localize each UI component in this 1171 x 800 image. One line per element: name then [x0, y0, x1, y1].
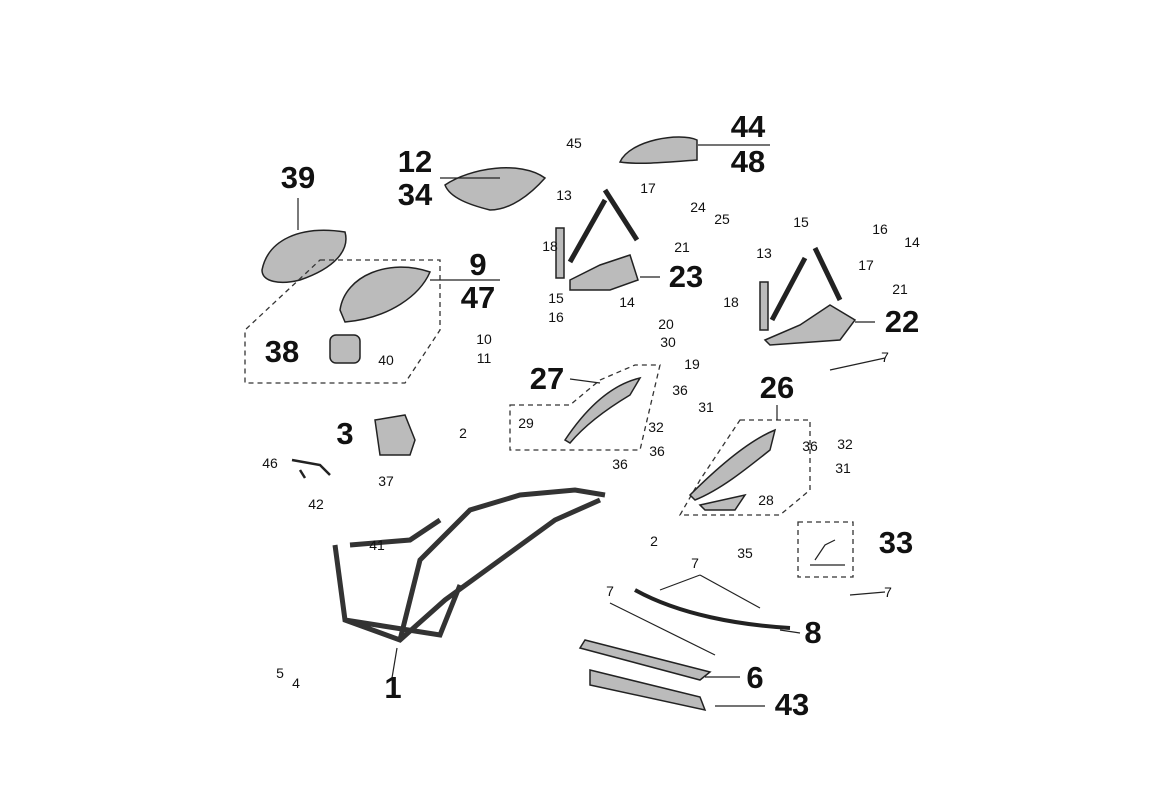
callout-21: 21	[892, 281, 908, 297]
callout-18: 18	[723, 294, 739, 310]
callout-22: 22	[884, 304, 920, 339]
callout-2: 2	[650, 533, 658, 549]
part-28	[698, 493, 747, 511]
callout-48: 48	[730, 144, 766, 179]
callout-25: 25	[714, 211, 730, 227]
callout-31: 31	[835, 460, 851, 476]
callout-36: 36	[649, 443, 665, 459]
strut-18b	[759, 281, 769, 331]
strut-17a	[602, 188, 640, 242]
callout-17: 17	[858, 257, 874, 273]
callout-15: 15	[548, 290, 564, 306]
strut-13b	[769, 256, 808, 322]
callout-4: 4	[292, 675, 300, 691]
dashed-box-26	[678, 419, 811, 516]
frame-1	[332, 487, 606, 643]
callout-36: 36	[802, 438, 818, 454]
callout-7: 7	[881, 349, 889, 365]
seat-part	[444, 167, 547, 211]
callout-42: 42	[308, 496, 324, 512]
callout-14: 14	[619, 294, 635, 310]
callout-34: 34	[397, 177, 433, 212]
callout-14: 14	[904, 234, 920, 250]
callout-9: 9	[469, 247, 487, 282]
leader-lines	[297, 144, 886, 707]
dashed-box-27	[509, 364, 661, 451]
callout-12: 12	[397, 144, 433, 179]
handle-27	[563, 376, 642, 444]
callout-27: 27	[529, 361, 565, 396]
bracket-23	[569, 254, 639, 291]
callout-6: 6	[746, 660, 764, 695]
callout-17: 17	[640, 180, 656, 196]
callout-32: 32	[648, 419, 664, 435]
handle-26	[688, 428, 777, 501]
callout-46: 46	[262, 455, 278, 471]
callout-7: 7	[884, 584, 892, 600]
callout-16: 16	[872, 221, 888, 237]
callout-10: 10	[476, 331, 492, 347]
callout-2: 2	[459, 425, 467, 441]
callout-28: 28	[758, 492, 774, 508]
callout-18: 18	[542, 238, 558, 254]
callout-35: 35	[737, 545, 753, 561]
part-33	[810, 539, 845, 566]
callout-33: 33	[878, 525, 914, 560]
bracket-3	[374, 414, 416, 456]
callout-3: 3	[336, 416, 354, 451]
callout-11: 11	[476, 350, 492, 366]
callout-7: 7	[606, 583, 614, 599]
callout-36: 36	[612, 456, 628, 472]
callout-8: 8	[804, 615, 822, 650]
callout-47: 47	[460, 280, 496, 315]
dashed-box-38	[244, 259, 441, 384]
callout-36: 36	[672, 382, 688, 398]
callout-1: 1	[384, 670, 402, 705]
callout-43: 43	[774, 687, 810, 722]
callout-30: 30	[660, 334, 676, 350]
seat-9-part	[339, 266, 432, 323]
seat-cover-part	[261, 229, 347, 283]
callout-5: 5	[276, 665, 284, 681]
callout-19: 19	[684, 356, 700, 372]
callout-26: 26	[759, 370, 795, 405]
callout-7: 7	[691, 555, 699, 571]
callout-32: 32	[837, 436, 853, 452]
callout-21: 21	[674, 239, 690, 255]
callout-13: 13	[756, 245, 772, 261]
callout-37: 37	[378, 473, 394, 489]
part-38	[329, 334, 361, 364]
callout-13: 13	[556, 187, 572, 203]
strut-17b	[812, 246, 843, 302]
callout-31: 31	[698, 399, 714, 415]
rail-43	[589, 669, 707, 712]
callout-38: 38	[264, 334, 300, 369]
callout-23: 23	[668, 259, 704, 294]
dashed-box-33	[797, 521, 854, 578]
callout-29: 29	[518, 415, 534, 431]
rail-6	[578, 639, 712, 681]
callout-40: 40	[378, 352, 394, 368]
strut-13a	[567, 198, 608, 264]
rail-8	[634, 588, 791, 630]
callout-44: 44	[730, 109, 766, 144]
callout-16: 16	[548, 309, 564, 325]
rear-seat-part	[618, 136, 698, 165]
callout-45: 45	[566, 135, 582, 151]
bracket-22	[763, 304, 857, 346]
strut-18a	[555, 227, 565, 279]
callout-20: 20	[658, 316, 674, 332]
callout-41: 41	[369, 537, 385, 553]
part-46	[291, 458, 331, 479]
callout-24: 24	[690, 199, 706, 215]
callout-15: 15	[793, 214, 809, 230]
callout-39: 39	[280, 160, 316, 195]
